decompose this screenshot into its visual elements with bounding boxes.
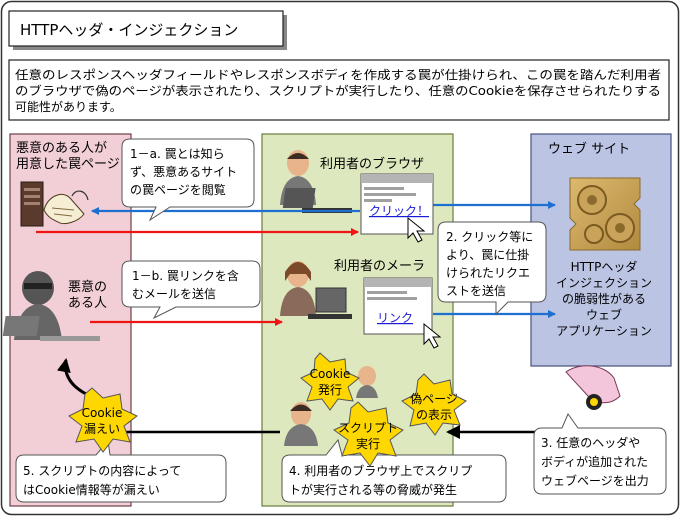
callout-2-line-3: けられたリクエ xyxy=(446,266,530,280)
attacker-label-2: ある人 xyxy=(68,296,107,311)
burst-cookie-leak-line-2: 漏えい xyxy=(84,422,120,436)
burst-fake-page-line-1: 偽ページ xyxy=(410,392,458,406)
callout-1a-line-1: 1－a. 罠とは知ら xyxy=(130,147,225,161)
attacker-zone-label-2: 用意した罠ページ xyxy=(16,156,120,172)
web-app-label-4: ウェブ xyxy=(586,307,622,322)
callout-2-line-4: ストを送信 xyxy=(446,283,506,298)
burst-cookie-issue-line-2: 発行 xyxy=(318,383,342,397)
callout-1a: 1－a. 罠とは知ら ず、悪意あるサイト の罠ページを閲覧 xyxy=(121,138,255,222)
browser-click-link[interactable]: クリック！ xyxy=(369,204,429,218)
callout-5-line-2: はCookie情報等が漏えい xyxy=(23,482,160,497)
callout-1a-line-3: の罠ページを閲覧 xyxy=(130,183,226,197)
callout-2-line-1: 2. クリック等に xyxy=(446,230,533,244)
output-scroll-icon xyxy=(565,365,621,410)
callout-3-line-3: ウェブページを出力 xyxy=(541,473,649,488)
callout-4: 4. 利用者のブラウザ上でスクリプ トが実行される等の脅威が発生 xyxy=(281,438,507,503)
website-zone-label: ウェブ サイト xyxy=(548,141,630,157)
callout-2: 2. クリック等に より、罠に仕掛 けられたリクエ ストを送信 xyxy=(437,221,547,316)
description-box: 任意のレスポンスヘッダフィールドやレスポンスボディを作成する罠が仕掛けられ、この… xyxy=(8,59,670,121)
burst-script-exec-line-2: 実行 xyxy=(356,436,380,451)
description-line-1: 任意のレスポンスヘッダフィールドやレスポンスボディを作成する罠が仕掛けられ、この… xyxy=(15,67,661,82)
browser-window xyxy=(360,173,434,235)
web-app-label-1: HTTPヘッダ xyxy=(571,259,638,274)
callout-3-line-2: ボディが追加された xyxy=(541,454,648,469)
callout-1b-line-1: 1－b. 罠リンクを含 xyxy=(132,268,239,283)
burst-fake-page-line-2: の表示 xyxy=(416,408,452,422)
mail-link[interactable]: リンク xyxy=(377,311,413,325)
web-app-label-5: アプリケーション xyxy=(556,324,652,338)
user-mailer-figure xyxy=(280,261,352,319)
burst-cookie-leak-line-1: Cookie xyxy=(82,406,123,420)
web-app-label-2: インジェクション xyxy=(556,276,652,290)
description-line-2: のブラウザで偽のページが表示されたり、スクリプトが実行したり、任意のCookie… xyxy=(15,83,661,98)
trap-page-icon xyxy=(20,181,89,227)
callout-1b: 1－b. 罠リンクを含 むメールを送信 xyxy=(121,260,261,320)
mailer-window xyxy=(363,277,433,335)
page-title: HTTPヘッダ・インジェクション xyxy=(20,21,238,39)
callout-2-line-2: より、罠に仕掛 xyxy=(446,247,529,262)
burst-cookie-issue-line-1: Cookie xyxy=(310,367,351,381)
user-mailer-label: 利用者のメーラ xyxy=(334,259,425,274)
callout-4-line-1: 4. 利用者のブラウザ上でスクリプ xyxy=(289,463,472,478)
title-box: HTTPヘッダ・インジェクション xyxy=(8,10,287,50)
burst-cookie-issue: Cookie 発行 xyxy=(300,352,360,411)
burst-script-exec-line-1: スクリプト xyxy=(338,421,398,435)
attacker-zone-label-1: 悪意のある人が xyxy=(16,140,107,156)
callout-5: 5. スクリプトの内容によって はCookie情報等が漏えい xyxy=(15,439,227,503)
burst-cookie-leak: Cookie 漏えい xyxy=(68,387,138,453)
callout-1a-line-2: ず、悪意あるサイト xyxy=(130,164,237,179)
callout-5-line-1: 5. スクリプトの内容によって xyxy=(23,463,181,478)
cursor-icon xyxy=(423,322,442,349)
arrow-leak-to-attacker xyxy=(56,358,89,397)
callout-3: 3. 任意のヘッダや ボディが追加された ウェブページを出力 xyxy=(533,412,667,495)
burst-fake-page: 偽ページ の表示 xyxy=(401,373,467,436)
web-app-label-3: の脆弱性がある xyxy=(562,291,646,306)
callout-4-line-2: トが実行される等の脅威が発生 xyxy=(289,482,457,497)
attacker-figure xyxy=(2,271,100,341)
attacker-label-1: 悪意の xyxy=(68,279,107,295)
callout-3-line-1: 3. 任意のヘッダや xyxy=(541,435,640,450)
gears-icon xyxy=(569,177,641,251)
user-browser-label: 利用者のブラウザ xyxy=(320,156,424,172)
description-line-3: 可能性があります。 xyxy=(15,99,122,114)
user-figure-bottom xyxy=(284,366,378,446)
callout-1b-line-2: むメールを送信 xyxy=(132,286,216,301)
cursor-icon xyxy=(407,216,426,243)
burst-script-exec: スクリプト 実行 xyxy=(333,401,404,467)
